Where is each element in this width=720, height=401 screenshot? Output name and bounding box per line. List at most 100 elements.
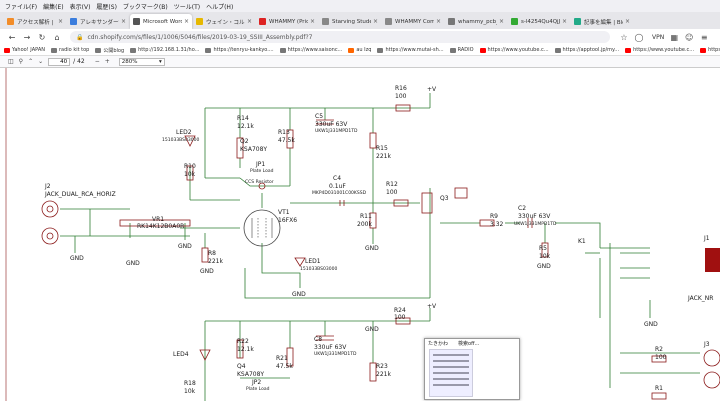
browser-tab[interactable]: WHAMMY (Prior to Jun× (256, 14, 318, 29)
bookmark-favicon-icon (625, 47, 632, 53)
tab-close-icon[interactable]: × (624, 18, 630, 25)
tab-label: アクセス解析 | コントロー (17, 19, 56, 26)
url-bar[interactable]: 🔒 cdn.shopify.com/s/files/1/1006/5046/fi… (70, 31, 610, 43)
menu-icon[interactable]: ≡ (700, 32, 708, 42)
bookmark-item[interactable]: 公開blog (95, 47, 124, 54)
browser-tab[interactable]: ウェイン・コルバーン× (193, 14, 255, 29)
bookmark-favicon-icon (279, 47, 286, 53)
label-c5: C5 (315, 113, 323, 120)
tab-close-icon[interactable]: × (120, 18, 126, 25)
find-icon[interactable]: ⚲ (18, 58, 24, 65)
label-q4: Q4 (237, 363, 246, 370)
bookmark-item[interactable]: RADIO (449, 47, 474, 53)
bookmark-item[interactable]: au Izq (348, 47, 371, 53)
shield-icon[interactable]: ◯ (634, 32, 644, 42)
home-button[interactable]: ⌂ (54, 32, 60, 42)
pdf-document-view[interactable]: R16 100 +V R14 12.1k R13 47.5k C5 330uF … (0, 68, 720, 401)
popup-tab-a[interactable]: たきかわ (428, 340, 449, 347)
bookmark-item[interactable]: Yahoo! JAPAN (4, 47, 45, 53)
label-vt1-part: 16FX6 (278, 217, 297, 224)
tab-favicon-icon (574, 18, 581, 25)
label-jp2-plate: Plate Load (246, 386, 270, 392)
bookmark-item[interactable]: https://www.saisonc... (279, 47, 342, 53)
previous-page-button[interactable]: ⌃ (28, 58, 34, 65)
zoom-out-button[interactable]: − (94, 58, 100, 65)
bookmark-item[interactable]: https://www.youtube.c... (625, 47, 694, 53)
label-c4-part: MKP4D031001C00KSSD (312, 190, 367, 196)
chevron-down-icon: ▾ (159, 58, 162, 65)
bookmark-item[interactable]: https://www.mutai-sh... (377, 47, 444, 53)
label-q2-part: KSA708Y (240, 146, 267, 153)
browser-tab[interactable]: WHAMMY Complete Kit× (382, 14, 444, 29)
tab-close-icon[interactable]: × (183, 18, 189, 25)
back-button[interactable]: ← (8, 32, 16, 42)
tab-close-icon[interactable]: × (498, 18, 504, 25)
menu-history[interactable]: 履歴(S) (96, 3, 117, 11)
browser-tab[interactable]: アクセス解析 | コントロー× (4, 14, 66, 29)
label-r15: R15 (376, 145, 388, 152)
browser-tab[interactable]: アレキサンダー電流帰還× (67, 14, 129, 29)
next-page-button[interactable]: ⌄ (38, 58, 44, 65)
bookmark-favicon-icon (50, 47, 57, 53)
popup-thumbnail-image[interactable] (429, 349, 473, 397)
bookmark-item[interactable]: https://apptool.jp/my... (554, 47, 620, 53)
account-icon[interactable]: ☺ (685, 32, 694, 42)
tab-close-icon[interactable]: × (246, 18, 252, 25)
bookmark-star-icon[interactable]: ☆ (620, 32, 628, 42)
menu-tools[interactable]: ツール(T) (173, 3, 201, 11)
menu-help[interactable]: ヘルプ(H) (206, 3, 234, 11)
browser-tab[interactable]: Microsoft Word - SSIl× (130, 14, 192, 29)
bookmark-label: RADIO (457, 47, 474, 53)
menu-edit[interactable]: 編集(E) (43, 3, 64, 11)
tab-label: s-l4254Qu4QjJMj-huge (521, 18, 560, 25)
tab-close-icon[interactable]: × (309, 18, 315, 25)
label-r11-value: 200k (357, 221, 372, 228)
bookmark-favicon-icon (554, 47, 561, 53)
label-c2-part: UKW1J331MPD1TD (514, 221, 557, 227)
label-c5-value: 330uF 63V (315, 121, 348, 128)
label-gnd-1: GND (70, 255, 84, 262)
tab-close-icon[interactable]: × (435, 18, 441, 25)
popup-tab-b[interactable]: 検索off... (458, 340, 480, 347)
menu-view[interactable]: 表示(V) (69, 3, 91, 11)
label-r1: R1 (655, 385, 663, 392)
browser-tab[interactable]: Starving Student II HPA× (319, 14, 381, 29)
extensions-icon[interactable]: ▦ (670, 32, 678, 42)
bookmark-item[interactable]: https://www.youtube.c... (700, 47, 720, 53)
browser-tab[interactable]: s-l4254Qu4QjJMj-huge× (508, 14, 570, 29)
forward-button[interactable]: → (23, 32, 31, 42)
browser-tab[interactable]: whammy_pcb_1024x1024× (445, 14, 507, 29)
label-r16-value: 100 (395, 93, 407, 100)
sidebar-toggle-icon[interactable]: ◫ (8, 58, 14, 65)
zoom-in-button[interactable]: + (104, 58, 110, 65)
label-r18-value: 10k (184, 388, 196, 395)
bookmark-item[interactable]: radio kit top (50, 47, 89, 53)
browser-tab[interactable]: 記事を編集 | Blog× (571, 14, 633, 29)
bookmark-label: au Izq (356, 47, 372, 53)
bookmark-item[interactable]: https://www.youtube.c... (479, 47, 549, 53)
bookmark-favicon-icon (95, 47, 102, 53)
bookmark-label: https://www.mutai-sh... (385, 47, 444, 53)
label-led2: LED2 (176, 129, 192, 136)
page-number-input[interactable] (48, 57, 71, 66)
label-c5-part: UKW1J331MPD1TD (315, 128, 358, 134)
bookmark-label: https://apptool.jp/my... (562, 47, 620, 53)
thumbnail-popup[interactable]: たきかわ 検索off... (424, 338, 520, 400)
label-r10-value: 10k (184, 171, 196, 178)
tab-close-icon[interactable]: × (57, 18, 63, 25)
bookmark-item[interactable]: http://192.168.1.31/ho... (130, 47, 199, 53)
label-j2-part: JACK_DUAL_RCA_HORIZ (44, 191, 116, 198)
tab-close-icon[interactable]: × (561, 18, 567, 25)
label-jp1: JP1 (255, 161, 265, 168)
zoom-select[interactable]: 280% ▾ (118, 57, 165, 66)
label-gnd-6: GND (365, 245, 379, 252)
tab-label: Starving Student II HPA (332, 18, 371, 25)
tab-close-icon[interactable]: × (372, 18, 378, 25)
reload-button[interactable]: ↻ (38, 32, 46, 42)
vpn-button[interactable]: VPN (652, 33, 665, 41)
label-r22: R22 (237, 338, 249, 345)
menu-file[interactable]: ファイル(F) (5, 3, 38, 11)
menu-bookmarks[interactable]: ブックマーク(B) (122, 3, 168, 11)
bookmark-favicon-icon (4, 47, 10, 53)
bookmark-item[interactable]: https://tenryu-kankyo.... (205, 47, 274, 53)
